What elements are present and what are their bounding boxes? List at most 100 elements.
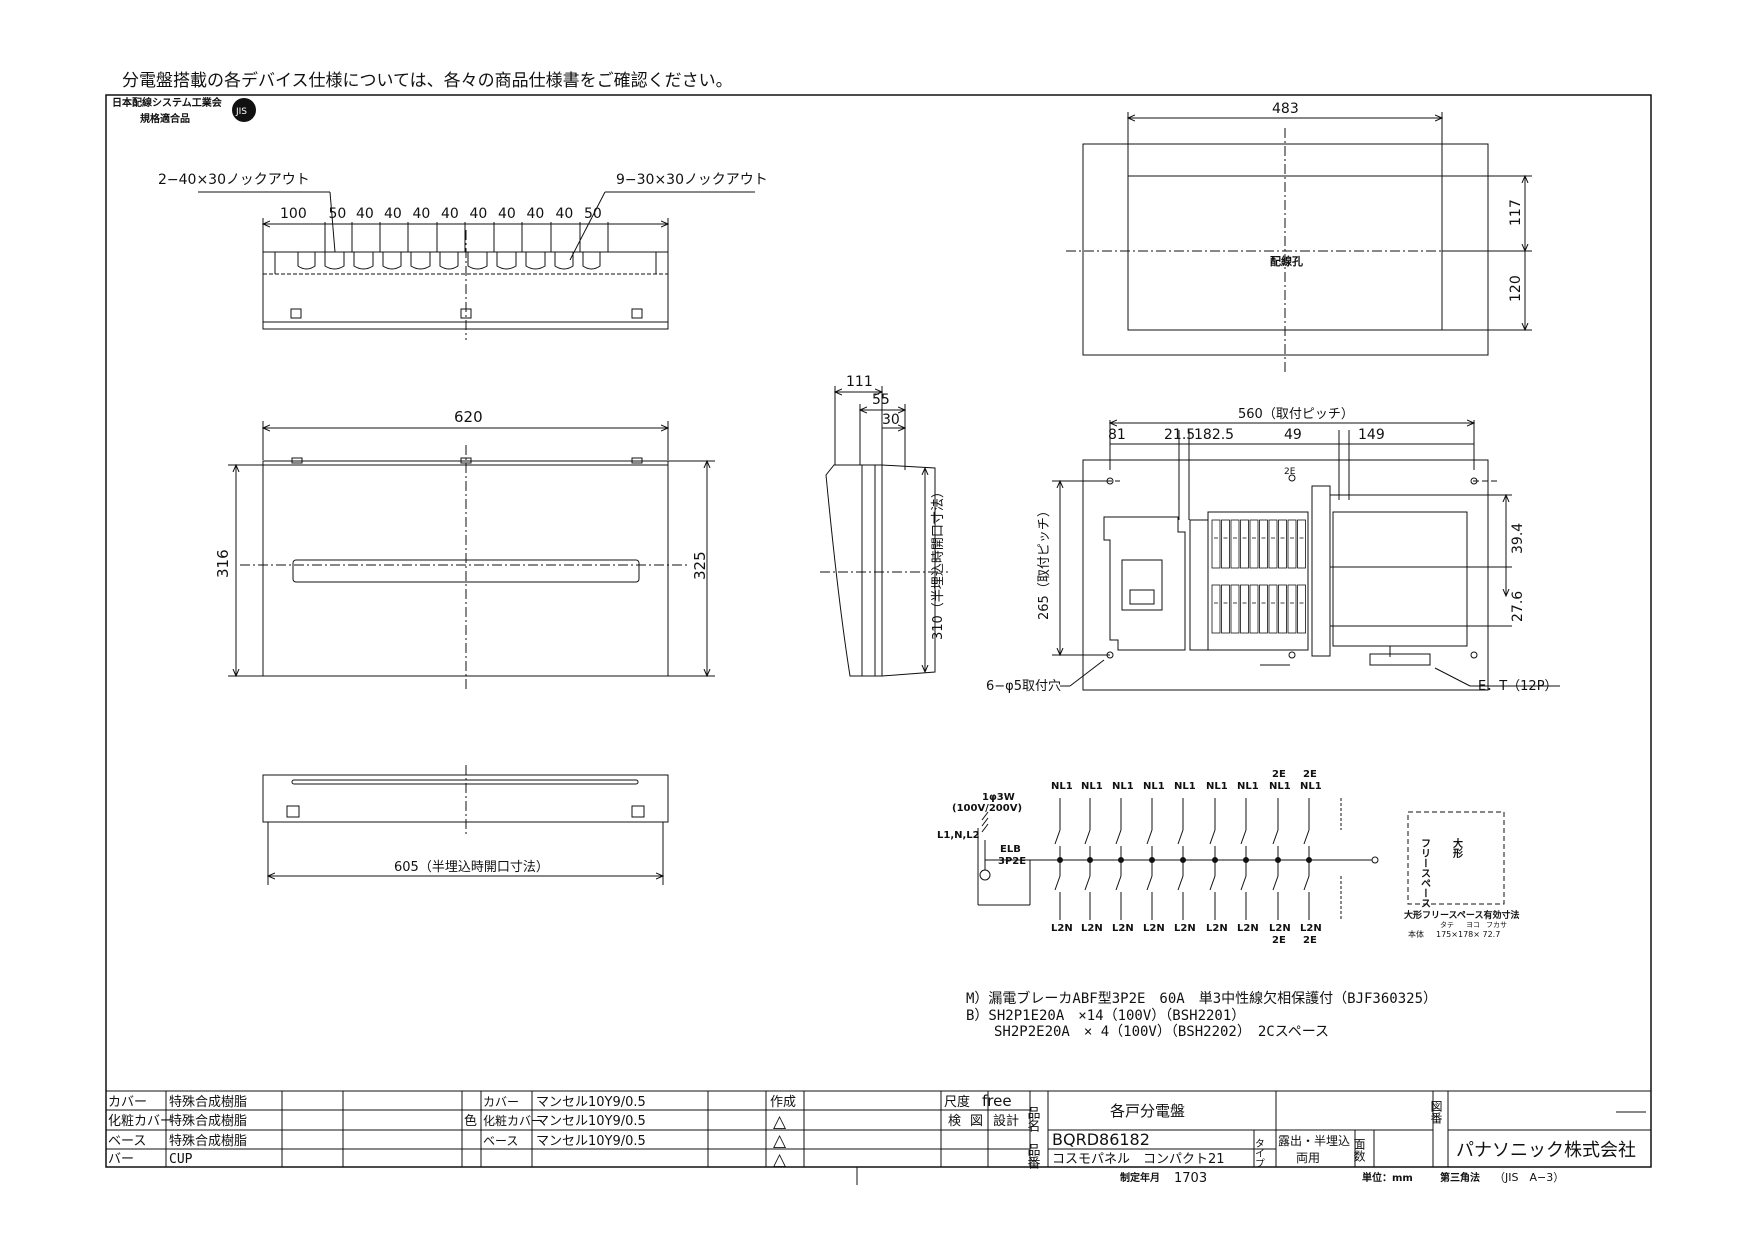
schematic-top-label-6: NL1 <box>1237 781 1259 792</box>
date-value: 1703 <box>1174 1171 1207 1186</box>
interior-dim-2: 182.5 <box>1194 427 1234 443</box>
number-value: BQRD86182 <box>1052 1130 1150 1149</box>
number-label: 品番 <box>1025 1143 1041 1170</box>
breaker-module <box>1268 519 1278 569</box>
pitch-dim-2: 40 <box>356 206 374 222</box>
pitch-dim-4: 40 <box>413 206 431 222</box>
check-label-1: 図 <box>970 1114 983 1129</box>
jis-badge-line2: 規格適合品 <box>140 112 190 125</box>
breaker-module <box>1221 584 1230 634</box>
free-space-row-label: 本体 <box>1408 929 1424 939</box>
pitch-dim-5: 40 <box>441 206 459 222</box>
scale-label: 尺度 <box>944 1094 970 1110</box>
top-view <box>198 191 755 340</box>
name-label: 品名 <box>1025 1106 1041 1132</box>
back-upper-dim: 117 <box>1508 199 1524 226</box>
breaker-module <box>1268 584 1278 634</box>
schematic-top-label-2: NL1 <box>1112 781 1134 792</box>
schematic-bottom-label-2: L2N <box>1112 923 1134 934</box>
interior-dim-3: 49 <box>1284 427 1302 443</box>
pitch-dim-3: 40 <box>384 206 402 222</box>
face-label: 面数 <box>1352 1138 1366 1163</box>
breaker-module <box>1278 584 1287 634</box>
back-view <box>1066 112 1532 372</box>
interior-pitch-dim: 560（取付ピッチ） <box>1238 407 1354 422</box>
knockout-hole <box>353 252 374 270</box>
pitch-dim-6: 40 <box>470 206 488 222</box>
knockout-hole <box>297 252 316 270</box>
knockout-hole <box>410 252 431 270</box>
interior-et-label: E．T（12P） <box>1478 679 1558 694</box>
revision-mark-2: △ <box>773 1150 787 1170</box>
breaker-module <box>1287 584 1297 634</box>
name-value: 各戸分電盤 <box>1110 1102 1185 1120</box>
material-part-3: バー <box>108 1152 134 1167</box>
pitch-dim-10: 50 <box>584 206 602 222</box>
color-value-2: マンセル10Y9/0.5 <box>536 1134 646 1149</box>
breaker-module <box>1230 519 1240 569</box>
material-value-1: 特殊合成樹脂 <box>169 1114 247 1129</box>
header-note: 分電盤搭載の各デバイス仕様については、各々の商品仕様書をご確認ください。 <box>122 70 733 91</box>
knockout-hole <box>324 252 345 270</box>
schematic-bottom-label-0: L2N <box>1051 923 1073 934</box>
knockout-hole <box>439 252 459 270</box>
schematic-voltage: (100V/200V) <box>952 803 1022 814</box>
material-value-0: 特殊合成樹脂 <box>169 1095 247 1110</box>
type-value-2: 両用 <box>1296 1151 1320 1165</box>
scale-value: free <box>982 1092 1012 1110</box>
free-space-box: 大形 フリースペース 大形フリースペース有効寸法 タテ ヨコ フカサ 本体 17… <box>1404 811 1519 939</box>
back-hole-label: 配線孔 <box>1270 254 1303 268</box>
back-lower-dim: 120 <box>1508 275 1524 302</box>
breaker-module <box>1211 584 1221 634</box>
schematic-top-label-1: NL1 <box>1081 781 1103 792</box>
schematic-elb: ELB <box>1000 844 1021 855</box>
breaker-module <box>1249 584 1259 634</box>
schematic-labels: NL1L2NNL1L2NNL1L2NNL1L2NNL1L2NNL1L2NNL1L… <box>1051 769 1322 946</box>
pitch-dim-8: 40 <box>527 206 545 222</box>
jis-standard: （JIS A−3） <box>1494 1171 1564 1184</box>
schematic-top-label-3: NL1 <box>1143 781 1165 792</box>
schematic-bottom-label-5: L2N <box>1206 923 1228 934</box>
schematic-bottom-label-8: L2N <box>1300 923 1322 934</box>
material-value-2: 特殊合成樹脂 <box>169 1134 247 1149</box>
front-view <box>228 421 715 690</box>
wiring-schematic <box>977 798 1379 920</box>
schematic-top-label-8: NL1 <box>1300 781 1322 792</box>
breaker-module <box>1287 519 1297 569</box>
color-part-0: カバー <box>483 1095 519 1109</box>
pitch-dim-7: 40 <box>498 206 516 222</box>
breaker-module <box>1249 519 1259 569</box>
interior-dim-4: 149 <box>1358 427 1385 443</box>
schematic-elb-type: 3P2E <box>998 856 1026 867</box>
free-space-dims: 175×178× 72.7 <box>1436 930 1500 939</box>
schematic-top-label-7: NL1 <box>1269 781 1291 792</box>
knockout-hole <box>382 252 402 270</box>
unit-label: 単位：mm <box>1362 1171 1413 1184</box>
type-value-1: 露出・半埋込 <box>1278 1134 1350 1148</box>
interior-right-lower-dim: 27.6 <box>1510 591 1526 622</box>
back-width-dim: 483 <box>1272 101 1299 117</box>
check-label-0: 検 <box>948 1114 961 1129</box>
knockout-hole <box>525 252 546 270</box>
svg-text:JIS: JIS <box>235 107 247 117</box>
company-name: パナソニック株式会社 <box>1456 1140 1636 1161</box>
schematic-top-label-4: NL1 <box>1174 781 1196 792</box>
breaker-module <box>1297 584 1306 634</box>
interior-mount-holes-label: 6−φ5取付穴 <box>986 679 1061 694</box>
interior-vert-pitch-dim: 265（取付ピッチ） <box>1037 504 1052 620</box>
jis-badge-line1: 日本配線システム工業会 <box>112 96 222 109</box>
breaker-module <box>1230 584 1240 634</box>
breaker-module <box>1240 519 1249 569</box>
knockout-right-label: 9−30×30ノックアウト <box>616 172 768 188</box>
series-value: コスモパネル コンパクト21 <box>1052 1152 1225 1167</box>
free-space-title: フリースペース <box>1419 838 1431 908</box>
breaker-module <box>1278 519 1287 569</box>
free-space-dim-fukasa: フカサ <box>1486 921 1507 929</box>
material-part-2: ベース <box>108 1134 146 1149</box>
knockout-left-label: 2−40×30ノックアウト <box>158 172 310 188</box>
breaker-module <box>1259 519 1268 569</box>
schematic-bottom-label-7: L2N <box>1269 923 1291 934</box>
knockout-hole <box>496 252 517 270</box>
